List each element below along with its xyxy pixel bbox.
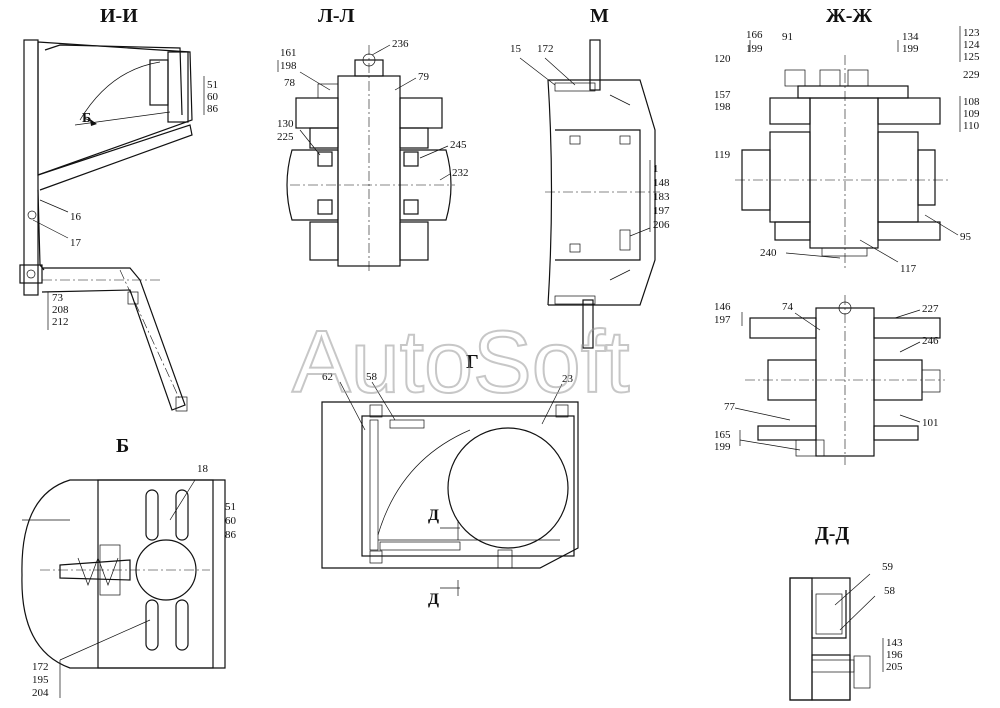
label-b-204: 204 xyxy=(32,687,49,699)
label-zhzh-120: 120 xyxy=(714,53,731,65)
view-dd-title: Д-Д xyxy=(815,523,849,545)
label-zhzh-199b: 199 xyxy=(902,43,919,55)
label-ii-51: 51 xyxy=(207,79,218,91)
view-zhzh-title: Ж-Ж xyxy=(826,5,872,27)
label-zhzh-124: 124 xyxy=(963,39,980,51)
label-b-51: 51 xyxy=(225,501,236,513)
label-zhzh-110: 110 xyxy=(963,120,980,132)
view-g: Г 62 58 23 Д Д xyxy=(321,351,579,608)
label-ll-245: 245 xyxy=(450,139,467,151)
label-ll-232: 232 xyxy=(452,167,469,179)
label-ll-161: 161 xyxy=(280,47,297,59)
label-lr-246: 246 xyxy=(922,335,939,347)
view-b: Б 18 51 60 86 172 195 204 xyxy=(21,435,237,699)
view-ll-title: Л-Л xyxy=(318,5,355,27)
label-dd-143: 143 xyxy=(886,637,903,649)
label-zhzh-166: 166 xyxy=(746,29,763,41)
label-m-206: 206 xyxy=(653,219,670,231)
label-lr-197: 197 xyxy=(714,314,731,326)
label-ll-79: 79 xyxy=(418,71,430,83)
label-b-172: 172 xyxy=(32,661,49,673)
label-lr-199: 199 xyxy=(714,441,731,453)
label-zhzh-91: 91 xyxy=(782,31,793,43)
label-zhzh-123: 123 xyxy=(963,27,980,39)
label-zhzh-157: 157 xyxy=(714,89,731,101)
label-ll-198: 198 xyxy=(280,60,297,72)
label-lr-227: 227 xyxy=(922,303,939,315)
label-lr-101: 101 xyxy=(922,417,939,429)
watermark: AutoSoft xyxy=(292,312,630,411)
label-ii-86: 86 xyxy=(207,103,219,115)
label-zhzh-198: 198 xyxy=(714,101,731,113)
label-lr-77: 77 xyxy=(724,401,736,413)
label-lr-74: 74 xyxy=(782,301,794,313)
label-g-23: 23 xyxy=(562,373,574,385)
label-zhzh-134: 134 xyxy=(902,31,919,43)
label-ii-60: 60 xyxy=(207,91,219,103)
label-b-195: 195 xyxy=(32,674,49,686)
label-g-d-top: Д xyxy=(428,507,439,524)
label-ii-16: 16 xyxy=(70,211,82,223)
label-g-58: 58 xyxy=(366,371,378,383)
label-ll-225: 225 xyxy=(277,131,294,143)
label-dd-205: 205 xyxy=(886,661,903,673)
label-zhzh-125: 125 xyxy=(963,51,980,63)
label-g-d-bottom: Д xyxy=(428,591,439,608)
view-lower-right: 146 197 74 227 246 77 101 165 199 xyxy=(714,295,945,465)
label-zhzh-109: 109 xyxy=(963,108,980,120)
view-b-title: Б xyxy=(116,435,129,457)
label-zhzh-199a: 199 xyxy=(746,43,763,55)
view-ii: И-И 51 60 86 16 17 Б 73 208 212 xyxy=(19,5,219,412)
label-ll-78: 78 xyxy=(284,77,296,89)
view-m: М 15 172 1 148 183 197 206 xyxy=(510,5,670,349)
label-b-86: 86 xyxy=(225,529,237,541)
label-m-172: 172 xyxy=(537,43,554,55)
view-zhzh: Ж-Ж 166 199 91 134 199 123 124 125 120 2… xyxy=(714,5,980,275)
view-g-title: Г xyxy=(466,351,479,373)
label-lr-165: 165 xyxy=(714,429,731,441)
label-ii-73: 73 xyxy=(52,292,64,304)
label-zhzh-240: 240 xyxy=(760,247,777,259)
label-m-15: 15 xyxy=(510,43,522,55)
label-m-183: 183 xyxy=(653,191,670,203)
label-zhzh-119: 119 xyxy=(714,149,731,161)
label-m-148: 148 xyxy=(653,177,670,189)
view-ii-title: И-И xyxy=(100,5,138,27)
label-lr-146: 146 xyxy=(714,301,731,313)
view-dd: Д-Д 59 58 143 196 205 xyxy=(789,523,903,701)
label-dd-196: 196 xyxy=(886,649,903,661)
label-g-62: 62 xyxy=(322,371,333,383)
label-zhzh-117: 117 xyxy=(900,263,917,275)
label-ll-130: 130 xyxy=(277,118,294,130)
label-b-18: 18 xyxy=(197,463,209,475)
label-dd-58: 58 xyxy=(884,585,896,597)
view-m-title: М xyxy=(590,5,609,27)
label-ii-b: Б xyxy=(82,111,91,126)
label-zhzh-95: 95 xyxy=(960,231,972,243)
label-m-1: 1 xyxy=(653,163,659,175)
label-zhzh-229: 229 xyxy=(963,69,980,81)
label-dd-59: 59 xyxy=(882,561,894,573)
view-ll: Л-Л 236 79 161 198 78 130 225 245 232 xyxy=(277,5,469,272)
label-ii-17: 17 xyxy=(70,237,82,249)
label-m-197: 197 xyxy=(653,205,670,217)
label-ii-212: 212 xyxy=(52,316,69,328)
label-ii-208: 208 xyxy=(52,304,69,316)
label-zhzh-108: 108 xyxy=(963,96,980,108)
label-b-60: 60 xyxy=(225,515,237,527)
label-ll-236: 236 xyxy=(392,38,409,50)
